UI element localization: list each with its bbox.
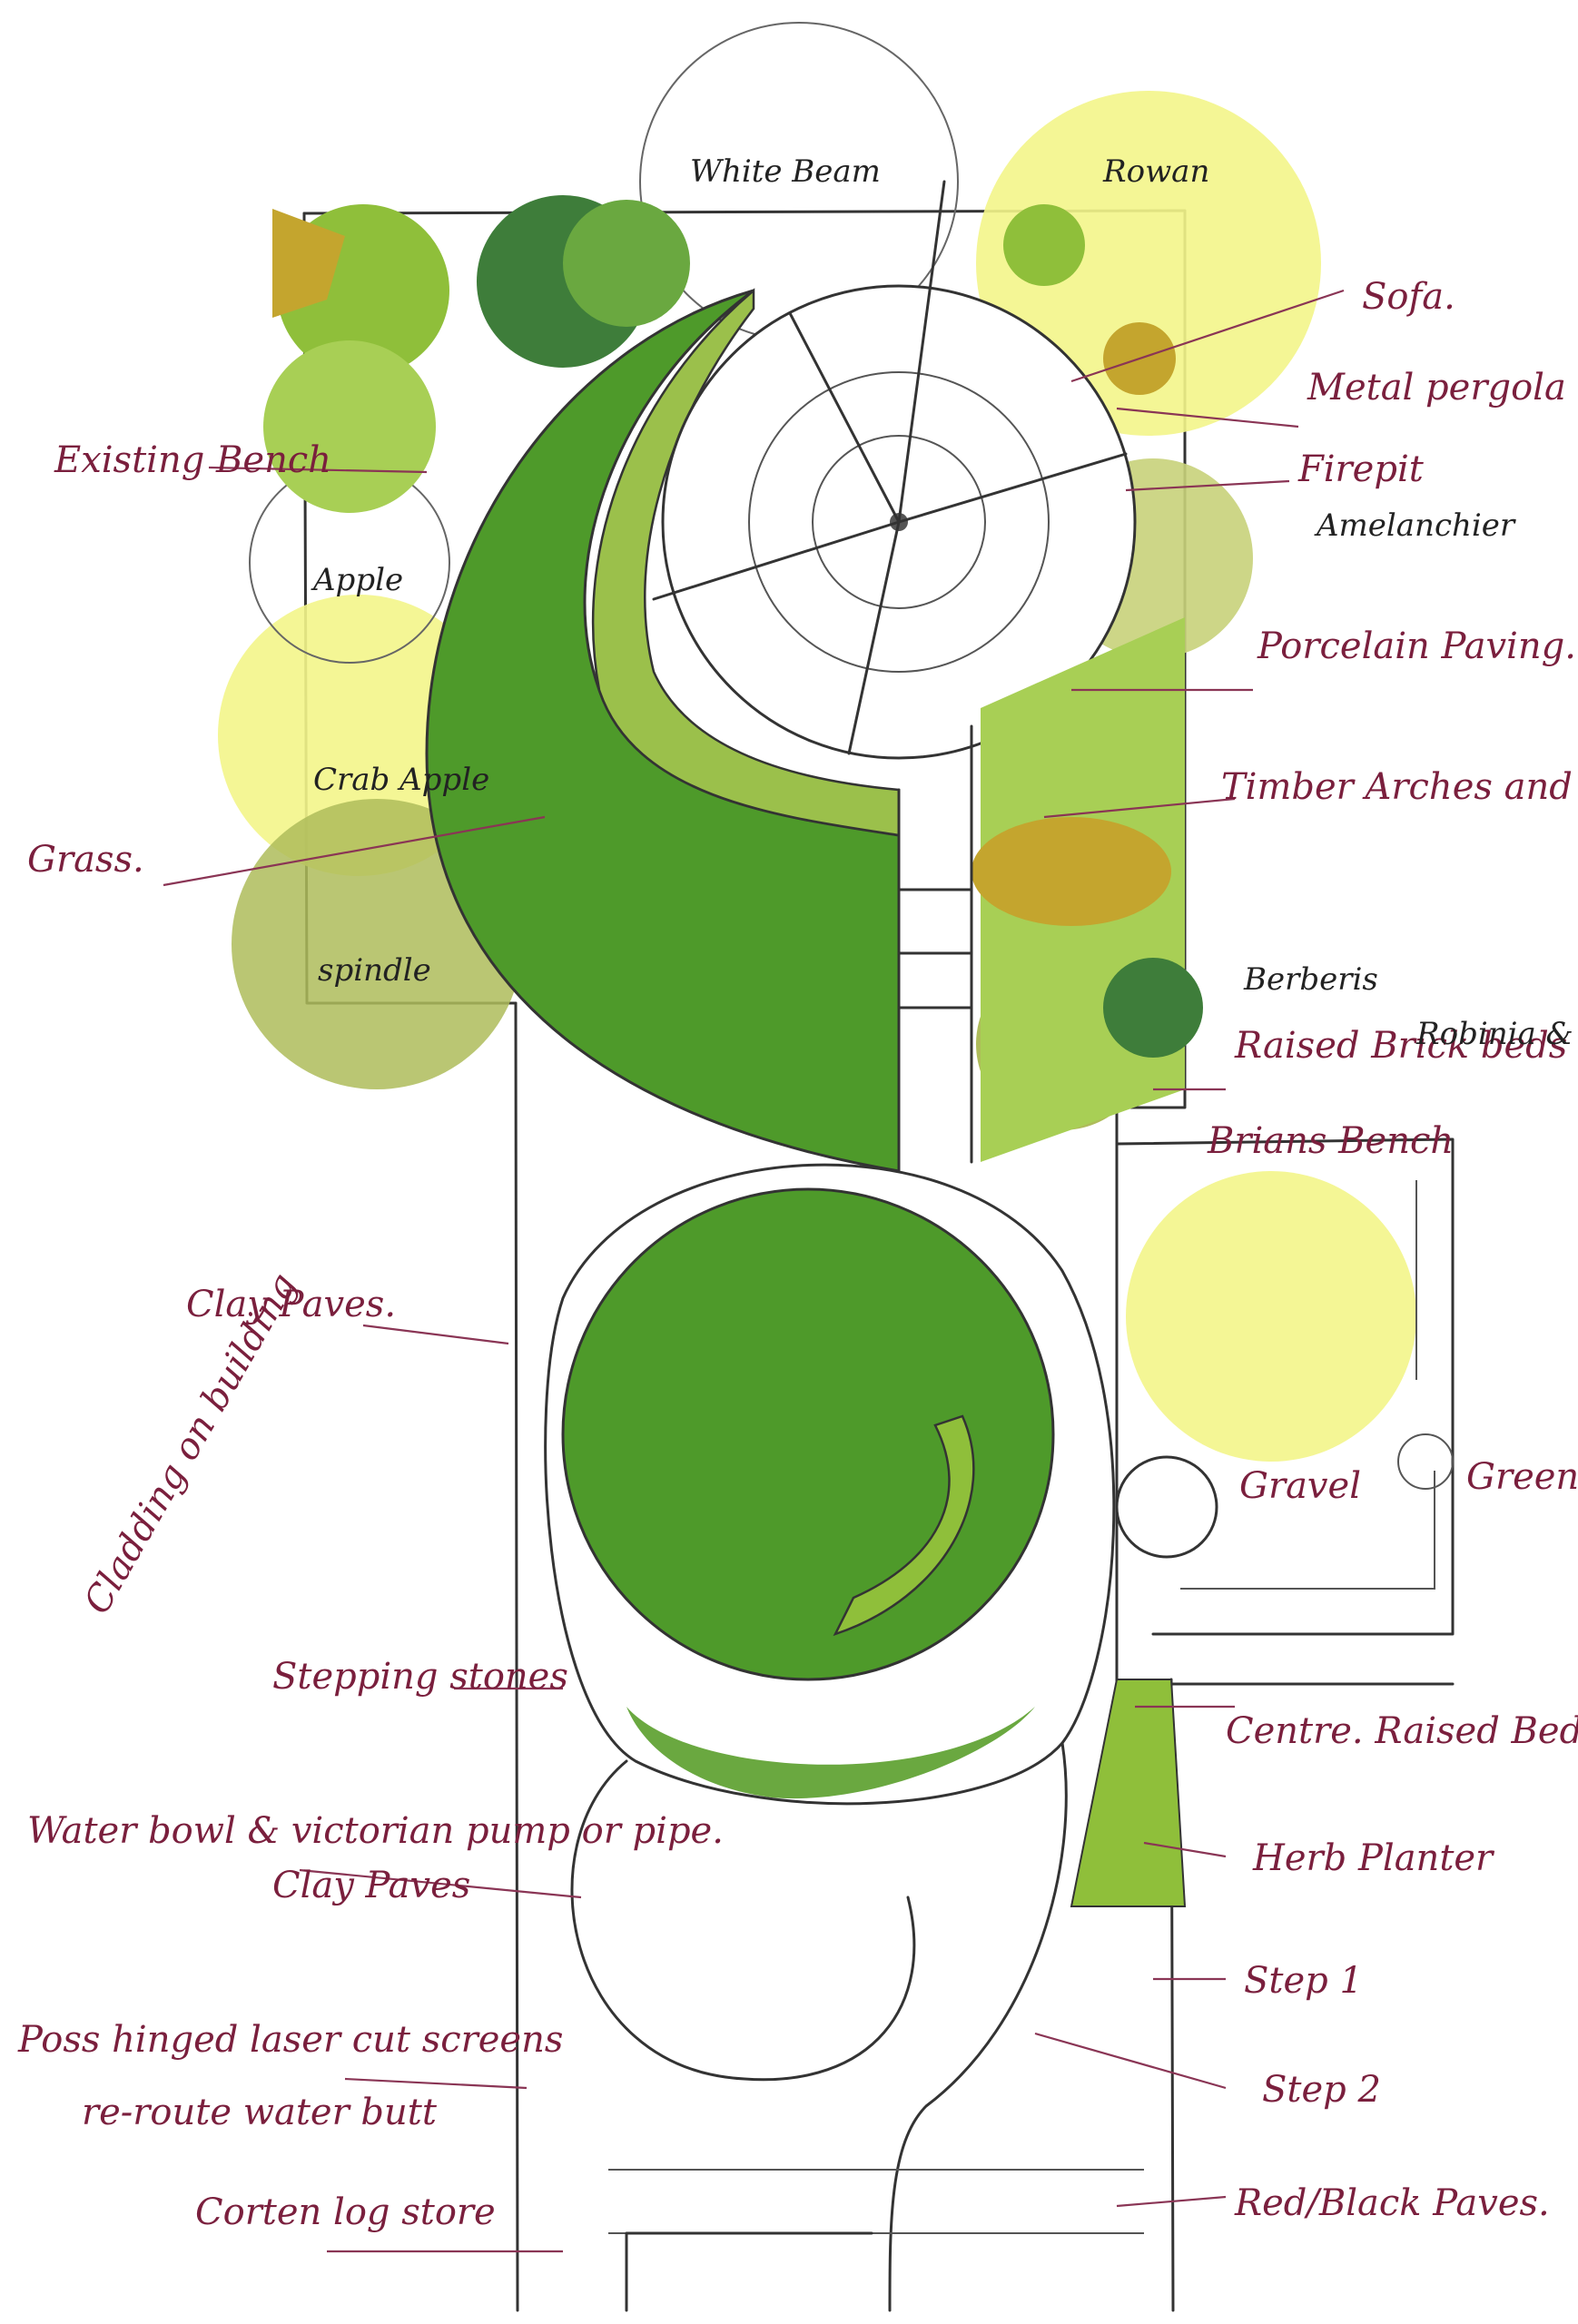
label-raised-brick-beds: Raised Brick beds — [1234, 1025, 1567, 1067]
label-herb-planter: Herb Planter — [1252, 1837, 1495, 1879]
label-red-black-pavers: Red/Black Paves. — [1234, 2182, 1550, 2224]
label-clay-pavers-top: Clay Paves. — [186, 1284, 396, 1325]
label-timber-arches: Timber Arches and Screens. — [1221, 766, 1578, 808]
leader-lines — [163, 289, 1345, 2253]
label-existing-bench: Existing Bench — [54, 439, 331, 481]
greenhouse-area — [1115, 1137, 1455, 1636]
label-laser-screens: Poss hinged laser cut screens — [17, 2019, 563, 2061]
label-grass: Grass. — [27, 839, 144, 881]
label-spindle: spindle — [318, 952, 431, 989]
rowan-tree-canopy — [976, 91, 1321, 436]
label-centre-raised-bed: Centre. Raised Bed — [1226, 1710, 1578, 1752]
label-stepping-stones: Stepping stones — [272, 1656, 568, 1698]
label-apple: Apple — [311, 562, 403, 598]
label-greenhouse: Green house. — [1466, 1456, 1578, 1498]
label-crab-apple: Crab Apple — [313, 762, 489, 798]
label-step1: Step 1 — [1244, 1960, 1363, 2002]
label-clay-pavers-bottom: Clay Paves — [272, 1865, 470, 1906]
right-planting-strip — [971, 204, 1203, 1162]
label-robinia: Robinia & coppertree — [1415, 1016, 1578, 1052]
label-rowan: Rowan — [1102, 153, 1209, 190]
firepit-patio — [652, 180, 1137, 760]
shrub-planting-top-left — [263, 195, 690, 513]
label-porcelain-paving: Porcelain Paving. — [1257, 625, 1576, 667]
label-metal-pergola: Metal pergola — [1307, 367, 1566, 409]
herb-planter — [1070, 1679, 1187, 1907]
label-amelanchier: Amelanchier — [1314, 507, 1516, 544]
label-brians-bench: Brians Bench — [1207, 1120, 1454, 1162]
central-path — [897, 724, 973, 1173]
label-step2: Step 2 — [1262, 2069, 1381, 2111]
lower-lawn — [561, 1187, 1055, 1681]
label-white-beam: White Beam — [690, 153, 881, 190]
upper-lawn — [425, 289, 901, 1173]
robinia-tree-canopy — [1126, 1171, 1416, 1462]
label-sofa: Sofa. — [1362, 276, 1455, 318]
label-water-bowl: Water bowl & victorian pump or pipe. — [27, 1810, 724, 1852]
water-bowl-circle — [1115, 1455, 1218, 1559]
label-gravel: Gravel — [1239, 1465, 1361, 1507]
label-firepit: Firepit — [1297, 448, 1425, 490]
planting-ring-lower — [626, 1707, 1035, 1799]
label-water-butt: re-route water butt — [82, 2092, 438, 2133]
label-berberis: Berberis — [1243, 961, 1378, 998]
centre-raised-bed — [833, 1414, 975, 1637]
label-corten: Corten log store — [195, 2191, 496, 2233]
lower-paving — [570, 1741, 1144, 2312]
